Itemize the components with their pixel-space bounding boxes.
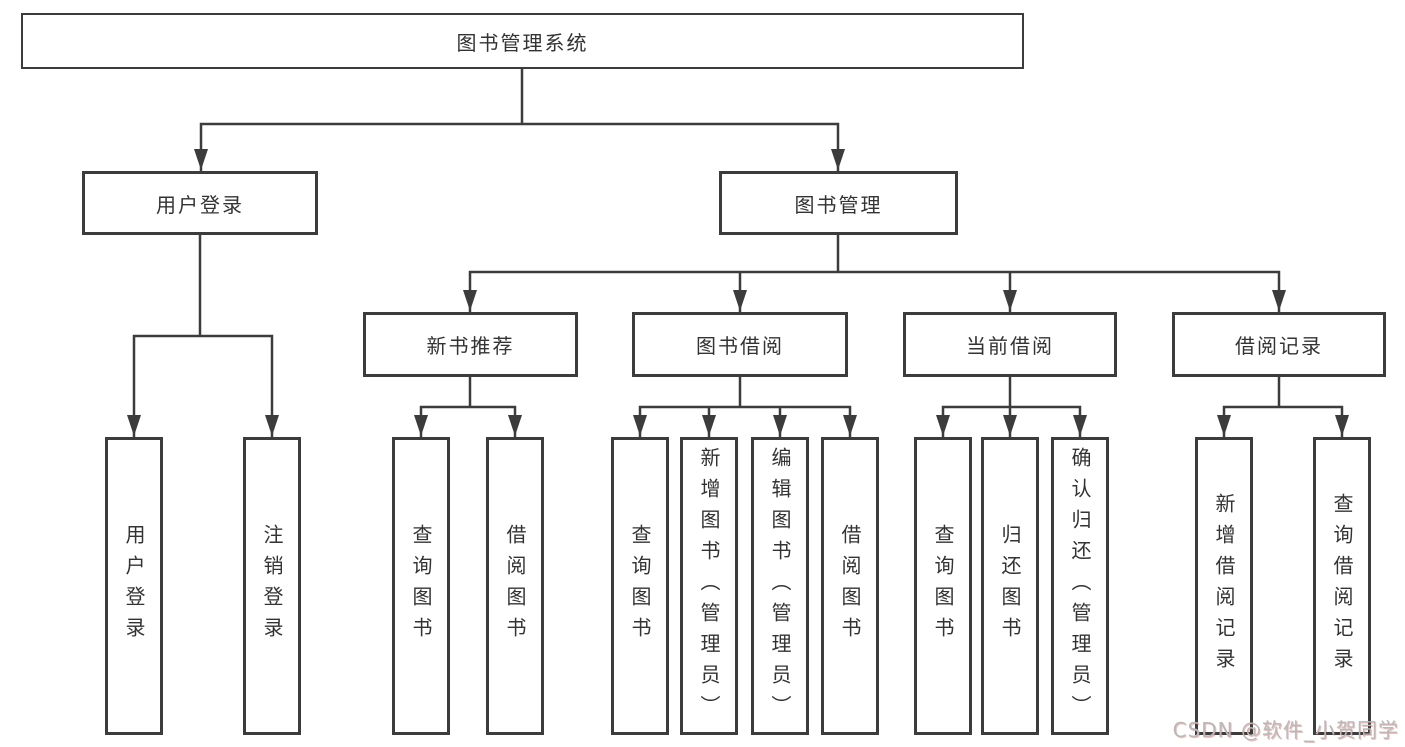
leaf-label: 查询借阅记录	[1330, 493, 1354, 679]
node-new-book-recommend: 新书推荐	[363, 312, 578, 377]
leaf-borrow-books-2: 借阅图书	[821, 437, 879, 735]
leaf-label: 确认归还（管理员）	[1068, 446, 1092, 726]
leaf-label: 查询图书	[409, 524, 433, 648]
leaf-add-book-admin: 新增图书（管理员）	[680, 437, 738, 735]
csdn-watermark: CSDN @软件_小贺同学	[1172, 718, 1399, 742]
leaf-label: 用户登录	[122, 524, 146, 648]
edge-userlogin-to-children	[132, 235, 274, 437]
leaf-query-books-1: 查询图书	[392, 437, 450, 735]
node-library-system: 图书管理系统	[21, 13, 1024, 69]
connector-paths	[132, 69, 1344, 437]
edge-bookborrow-to-children	[638, 377, 852, 437]
arrowheads	[127, 149, 1349, 436]
node-book-management: 图书管理	[719, 171, 958, 235]
edge-root-to-level2	[199, 69, 840, 171]
leaf-label: 借阅图书	[503, 524, 527, 648]
leaf-query-books-2: 查询图书	[611, 437, 669, 735]
leaf-edit-book-admin: 编辑图书（管理员）	[751, 437, 809, 735]
leaf-label: 新增借阅记录	[1212, 493, 1236, 679]
node-current-borrowing: 当前借阅	[903, 312, 1117, 377]
leaf-return-book: 归还图书	[981, 437, 1039, 735]
leaf-label: 编辑图书（管理员）	[768, 446, 792, 726]
edge-newbookrec-to-children	[419, 377, 517, 437]
leaf-user-login: 用户登录	[105, 437, 163, 735]
leaf-label: 查询图书	[931, 524, 955, 648]
leaf-confirm-return-admin: 确认归还（管理员）	[1051, 437, 1109, 735]
node-user-login-branch: 用户登录	[82, 171, 318, 235]
node-borrow-records: 借阅记录	[1172, 312, 1386, 377]
leaf-label: 借阅图书	[838, 524, 862, 648]
leaf-label: 归还图书	[998, 524, 1022, 648]
leaf-label: 新增图书（管理员）	[697, 446, 721, 726]
edge-borrowrecords-to-children	[1222, 377, 1344, 437]
leaf-add-borrow-record: 新增借阅记录	[1195, 437, 1253, 735]
edge-bookmgmt-to-level3	[468, 235, 1281, 312]
leaf-logout: 注销登录	[243, 437, 301, 735]
leaf-label: 注销登录	[260, 524, 284, 648]
leaf-borrow-books-1: 借阅图书	[486, 437, 544, 735]
leaf-query-books-3: 查询图书	[914, 437, 972, 735]
leaf-label: 查询图书	[628, 524, 652, 648]
leaf-query-borrow-record: 查询借阅记录	[1313, 437, 1371, 735]
node-book-borrowing: 图书借阅	[632, 312, 848, 377]
